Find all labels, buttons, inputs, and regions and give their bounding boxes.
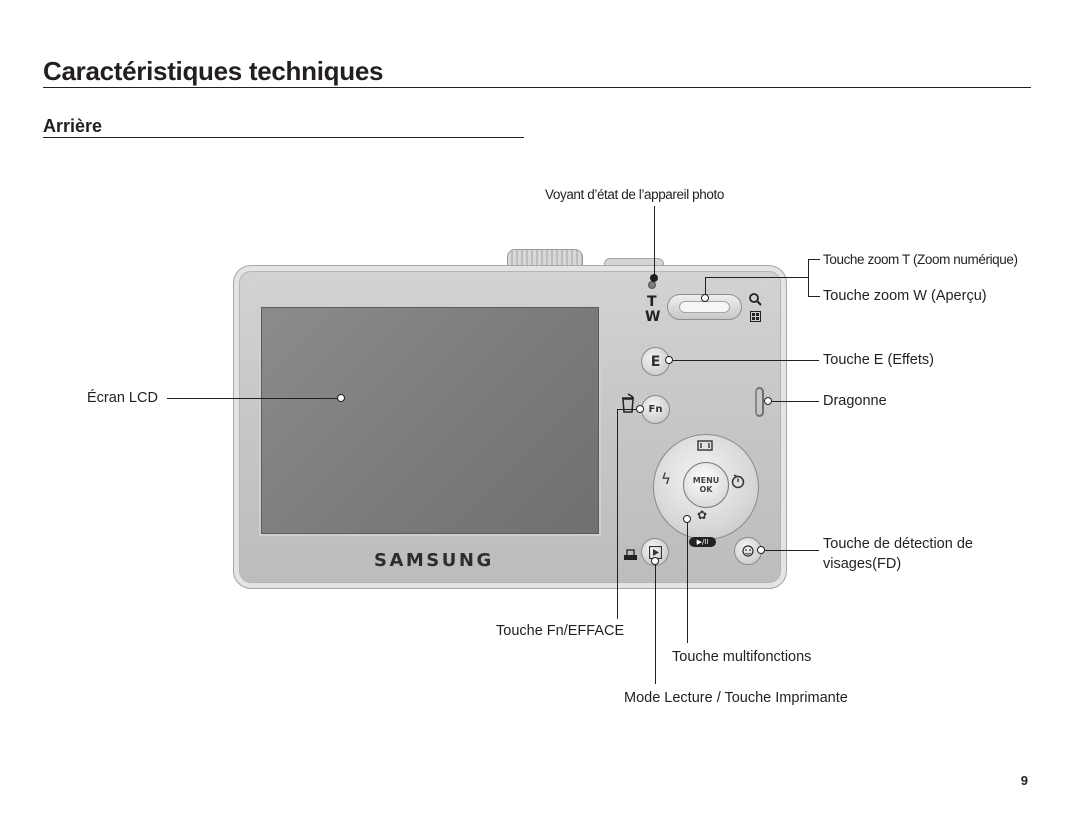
callout-line	[765, 550, 819, 551]
trash-icon	[622, 393, 634, 413]
callout-dot	[701, 294, 709, 302]
lcd-screen	[261, 307, 599, 534]
callout-dot	[337, 394, 345, 402]
callout-line	[808, 259, 820, 260]
callout-line	[655, 565, 656, 684]
self-timer-icon	[731, 474, 745, 489]
zoom-w-letter: W	[645, 309, 661, 325]
section-rule	[43, 137, 524, 138]
callout-dot	[651, 557, 659, 565]
callout-line	[617, 409, 636, 410]
status-led	[648, 281, 656, 289]
section-heading: Arrière	[43, 116, 103, 136]
page-title: Caractéristiques techniques	[43, 56, 384, 86]
play-pause-badge: ▶/II	[689, 537, 716, 547]
callout-line	[808, 296, 820, 297]
callout-line	[808, 259, 809, 297]
callout-line	[654, 206, 655, 278]
callout-dot	[764, 397, 772, 405]
face-detection-icon	[742, 545, 754, 557]
label-zoom-w: Touche zoom W (Aperçu)	[823, 288, 987, 304]
callout-line	[705, 277, 808, 278]
callout-dot	[757, 546, 765, 554]
title-rule	[43, 87, 1031, 88]
callout-dot	[683, 515, 691, 523]
strap-eyelet	[755, 387, 764, 417]
callout-line	[705, 277, 706, 298]
label-playback-print: Mode Lecture / Touche Imprimante	[624, 690, 848, 706]
printer-icon	[624, 549, 637, 560]
callout-line	[772, 401, 819, 402]
playback-button	[641, 538, 669, 566]
display-icon	[697, 440, 713, 451]
label-lcd: Écran LCD	[87, 390, 158, 406]
menu-label: MENU	[692, 476, 720, 485]
macro-icon: ✿	[697, 508, 708, 522]
label-button-e: Touche E (Effets)	[823, 352, 934, 368]
callout-line	[673, 360, 819, 361]
page-number: 9	[1020, 773, 1028, 788]
label-face-detection-2: visages(FD)	[823, 556, 902, 572]
callout-line	[687, 523, 688, 643]
magnifier-icon	[749, 293, 762, 306]
brand-logo: SAMSUNG	[374, 550, 494, 571]
callout-line	[167, 398, 337, 399]
callout-dot	[665, 356, 673, 364]
zoom-t-letter: T	[647, 294, 657, 310]
callout-line	[617, 409, 618, 619]
menu-ok-button: MENU OK	[683, 462, 729, 508]
label-multifunction: Touche multifonctions	[672, 649, 812, 665]
zoom-rocker-inner	[679, 301, 730, 313]
label-strap: Dragonne	[823, 393, 887, 409]
label-status-led: Voyant d’état de l’appareil photo	[545, 187, 724, 202]
label-fn-delete: Touche Fn/EFFACE	[496, 623, 625, 639]
thumbnail-icon	[750, 311, 761, 322]
label-face-detection-1: Touche de détection de	[823, 536, 973, 552]
flash-icon: ϟ	[661, 470, 671, 488]
fn-button: Fn	[641, 395, 670, 424]
label-zoom-t: Touche zoom T (Zoom numérique)	[823, 252, 1018, 267]
ok-label: OK	[699, 485, 713, 494]
callout-dot	[636, 405, 644, 413]
callout-dot	[650, 274, 658, 282]
